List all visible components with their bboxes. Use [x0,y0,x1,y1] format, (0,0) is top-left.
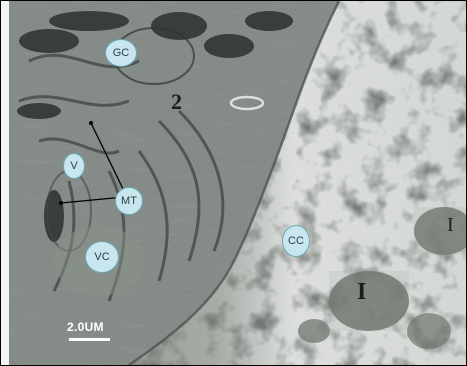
roman-one-center-label: I [357,279,367,305]
v-label: V [63,153,85,179]
cc-label: CC [282,225,310,257]
mt-label: MT [115,187,143,215]
pointer-lines [60,122,125,204]
roman-one-right-label: I [447,214,454,236]
scale-bar-label: 2.0UM [67,320,104,334]
scale-bar [69,338,110,341]
number-two-label: 2 [171,89,182,114]
electron-micrograph [9,1,466,365]
gc-label: GC [105,39,137,67]
vc-label: VC [85,241,119,273]
